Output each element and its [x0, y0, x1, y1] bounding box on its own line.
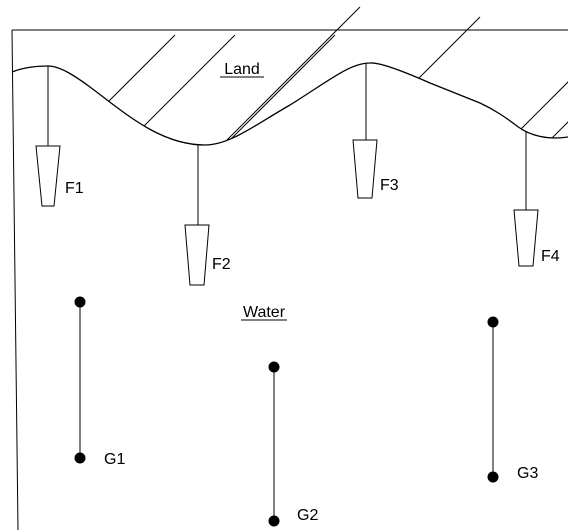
diagram-frame	[11, 29, 568, 530]
float-label: F3	[380, 177, 399, 194]
float-f2: F2	[184, 145, 231, 286]
gauge-label: G3	[517, 465, 538, 482]
float-body	[35, 145, 61, 207]
float-f1: F1	[35, 66, 84, 207]
gauge-label: G1	[104, 451, 125, 468]
gauge-bottom-point	[268, 515, 280, 527]
gauge-top-point	[268, 361, 280, 373]
float-label: F4	[541, 248, 560, 265]
float-label: F2	[212, 256, 231, 273]
float-label: F1	[65, 180, 84, 197]
left-border-line	[11, 29, 19, 530]
land-hatching	[39, 6, 568, 145]
float-body	[513, 209, 539, 267]
hatch-line	[519, 34, 568, 145]
gauge-g1: G1	[74, 296, 125, 468]
gauge-top-point	[487, 316, 499, 328]
float-f3: F3	[352, 63, 399, 199]
hatch-line	[199, 34, 336, 145]
hatch-line	[224, 6, 361, 143]
gauge-g3: G3	[487, 316, 538, 483]
gauge-bottom-point	[74, 452, 86, 464]
gauge-bottom-point	[487, 471, 499, 483]
float-body	[352, 139, 378, 199]
float-body	[184, 224, 210, 286]
hatch-line	[479, 34, 568, 145]
shoreline	[11, 62, 568, 146]
water-label: Water	[243, 304, 286, 321]
gauge-top-point	[74, 296, 86, 308]
land-label: Land	[224, 61, 260, 78]
hatch-line	[99, 34, 236, 145]
gauge-label: G2	[297, 507, 318, 524]
hatch-line	[39, 34, 176, 145]
gauge-g2: G2	[268, 361, 318, 527]
float-f4: F4	[513, 132, 560, 267]
